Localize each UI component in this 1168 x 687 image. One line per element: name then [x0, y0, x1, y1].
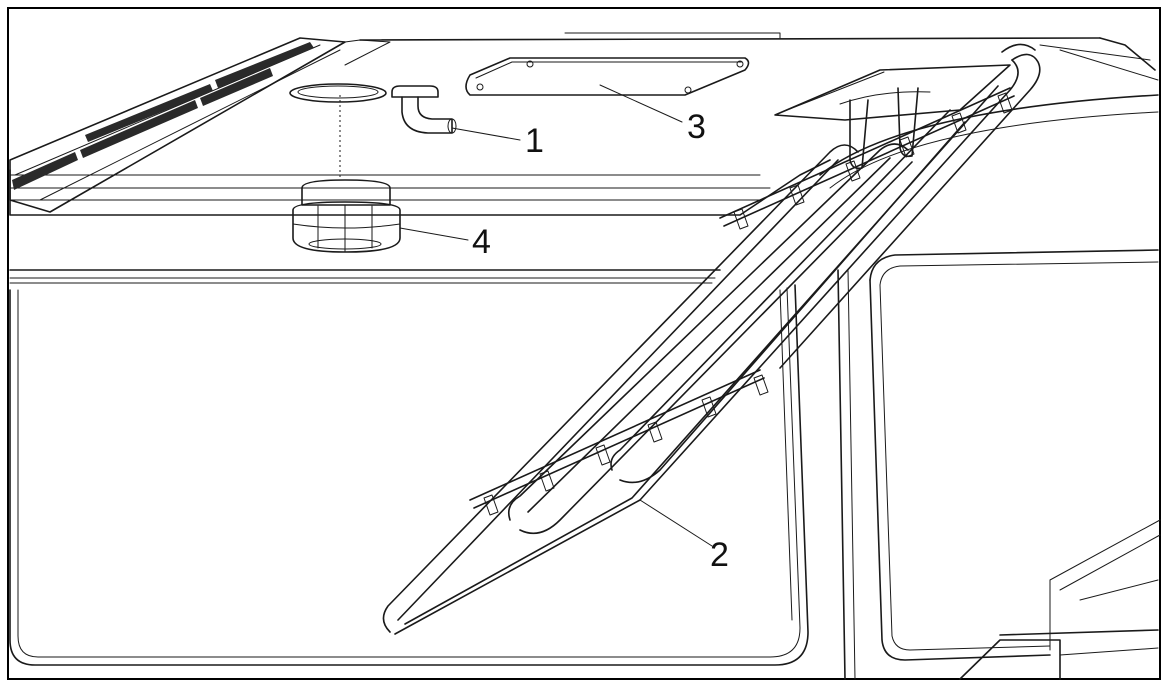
cover-plate-part-3	[465, 57, 750, 96]
ventilation-strip	[9, 37, 391, 213]
leader-lines	[399, 84, 713, 547]
threaded-nut-part-4	[292, 179, 401, 253]
roof-panel	[9, 32, 1159, 284]
callout-1: 1	[525, 122, 544, 160]
diagram-frame	[7, 7, 1161, 680]
wall-panels	[9, 94, 1161, 680]
elbow-fitting-part-1	[391, 85, 457, 134]
ceiling-opening	[289, 83, 387, 180]
coil-clips-lower	[483, 374, 769, 516]
callout-3: 3	[687, 108, 706, 146]
coil-clips-upper	[733, 92, 1013, 230]
callout-4: 4	[472, 223, 491, 261]
heating-coil-part-2	[382, 43, 1041, 635]
callout-2: 2	[710, 536, 729, 574]
